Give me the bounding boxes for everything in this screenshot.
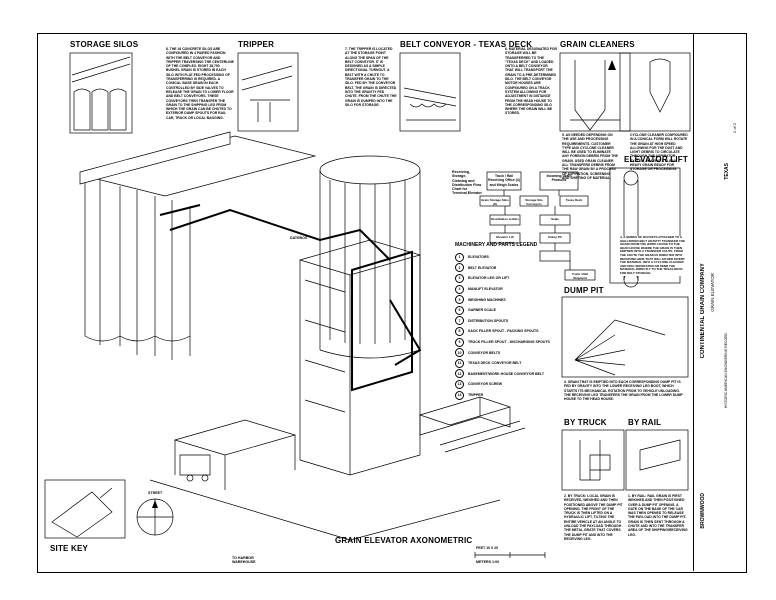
survey-label: HISTORIC AMERICAN ENGINEERING RECORD: [724, 333, 728, 409]
flow-box: Truck / Rail Shipment: [571, 272, 588, 281]
flow-box: Scale: [551, 217, 559, 221]
flow-box: Distribution to Bins: [491, 217, 519, 221]
storage-silos-heading: STORAGE SILOS: [70, 40, 139, 49]
flow-col1: Truck / Rail Receiving Office (4) and We…: [488, 174, 520, 187]
datebox-callout: DATEBOX: [290, 236, 308, 240]
company-name: CONTINENTAL GRAIN COMPANY: [700, 263, 706, 359]
cleaners-note: 5. AS NEEDED DEPENDING ON THE USE AND PR…: [562, 133, 618, 180]
by-rail-heading: BY RAIL: [628, 418, 662, 427]
elevator-lift-heading: ELEVATOR LIFT: [624, 155, 688, 164]
by-truck-heading: BY TRUCK: [564, 418, 607, 427]
axonometric-title: GRAIN ELEVATOR AXONOMETRIC: [335, 536, 473, 545]
belt-note: 6. MATERIAL DESIGNATED FOR STORAGE WILL …: [505, 47, 557, 116]
city-label: BROWNWOOD: [700, 493, 706, 529]
flow-box: Storage Silo Conveyors: [525, 198, 543, 207]
site-key-heading: SITE KEY: [50, 544, 89, 553]
harbor-callout: TO HARBOR WAREHOUSE: [232, 556, 256, 564]
flow-chart-title: Receiving, Storage, Cleaning and Distrib…: [452, 170, 482, 196]
scale-meters: METERS 1:00: [476, 560, 500, 564]
silos-note: 8. THE 16 CONCRETE SILOS ARE CONFIGURED …: [166, 47, 234, 120]
state-label: TEXAS: [724, 163, 730, 180]
belt-conveyor-heading: BELT CONVEYOR - TEXAS DECK: [400, 40, 533, 49]
sheet-border: [37, 33, 747, 573]
legend-title: MACHINERY AND PARTS LEGEND: [455, 242, 538, 248]
title-block: CONTINENTAL GRAIN COMPANY GRAIN ELEVATOR…: [693, 33, 746, 571]
grain-elevator-label: GRAIN ELEVATOR: [710, 273, 715, 312]
flow-box: Elevator Lift: [496, 235, 514, 239]
dump-note: 3. GRAIN THAT IS EMPTIED INTO EACH CORRE…: [564, 380, 683, 402]
flow-box: Texas Deck: [565, 198, 583, 202]
street-callout: STREET: [148, 491, 163, 495]
scale-feet: FEET 10 0 20: [476, 546, 499, 550]
sheet-number: 2 of 2: [732, 123, 737, 134]
flow-col2: Incoming Grain Products: [546, 174, 572, 183]
dump-pit-heading: DUMP PIT: [564, 286, 604, 295]
tripper-note: 7. THE TRIPPER IS LOCATED AT THE STORAGE…: [345, 47, 397, 107]
flow-box: Grain Storage Silos (8): [481, 198, 509, 207]
grain-cleaners-heading: GRAIN CLEANERS: [560, 40, 635, 49]
truck-note: 2. BY TRUCK: LOCAL GRAIN IS RECEIVED, WE…: [564, 494, 623, 541]
rail-note: 1. BY RAIL: RAIL GRAIN IS FIRST WEIGHED …: [628, 494, 688, 537]
cyclone-note: CYCLONE CLEANER CONFIGURED IN A CONICAL …: [630, 133, 688, 172]
flow-box: Dump Pit: [548, 235, 562, 239]
tripper-heading: TRIPPER: [238, 40, 275, 49]
lift-note: 4. A SERIES OF BUCKETS ATTACHED TO A HIG…: [620, 235, 686, 276]
